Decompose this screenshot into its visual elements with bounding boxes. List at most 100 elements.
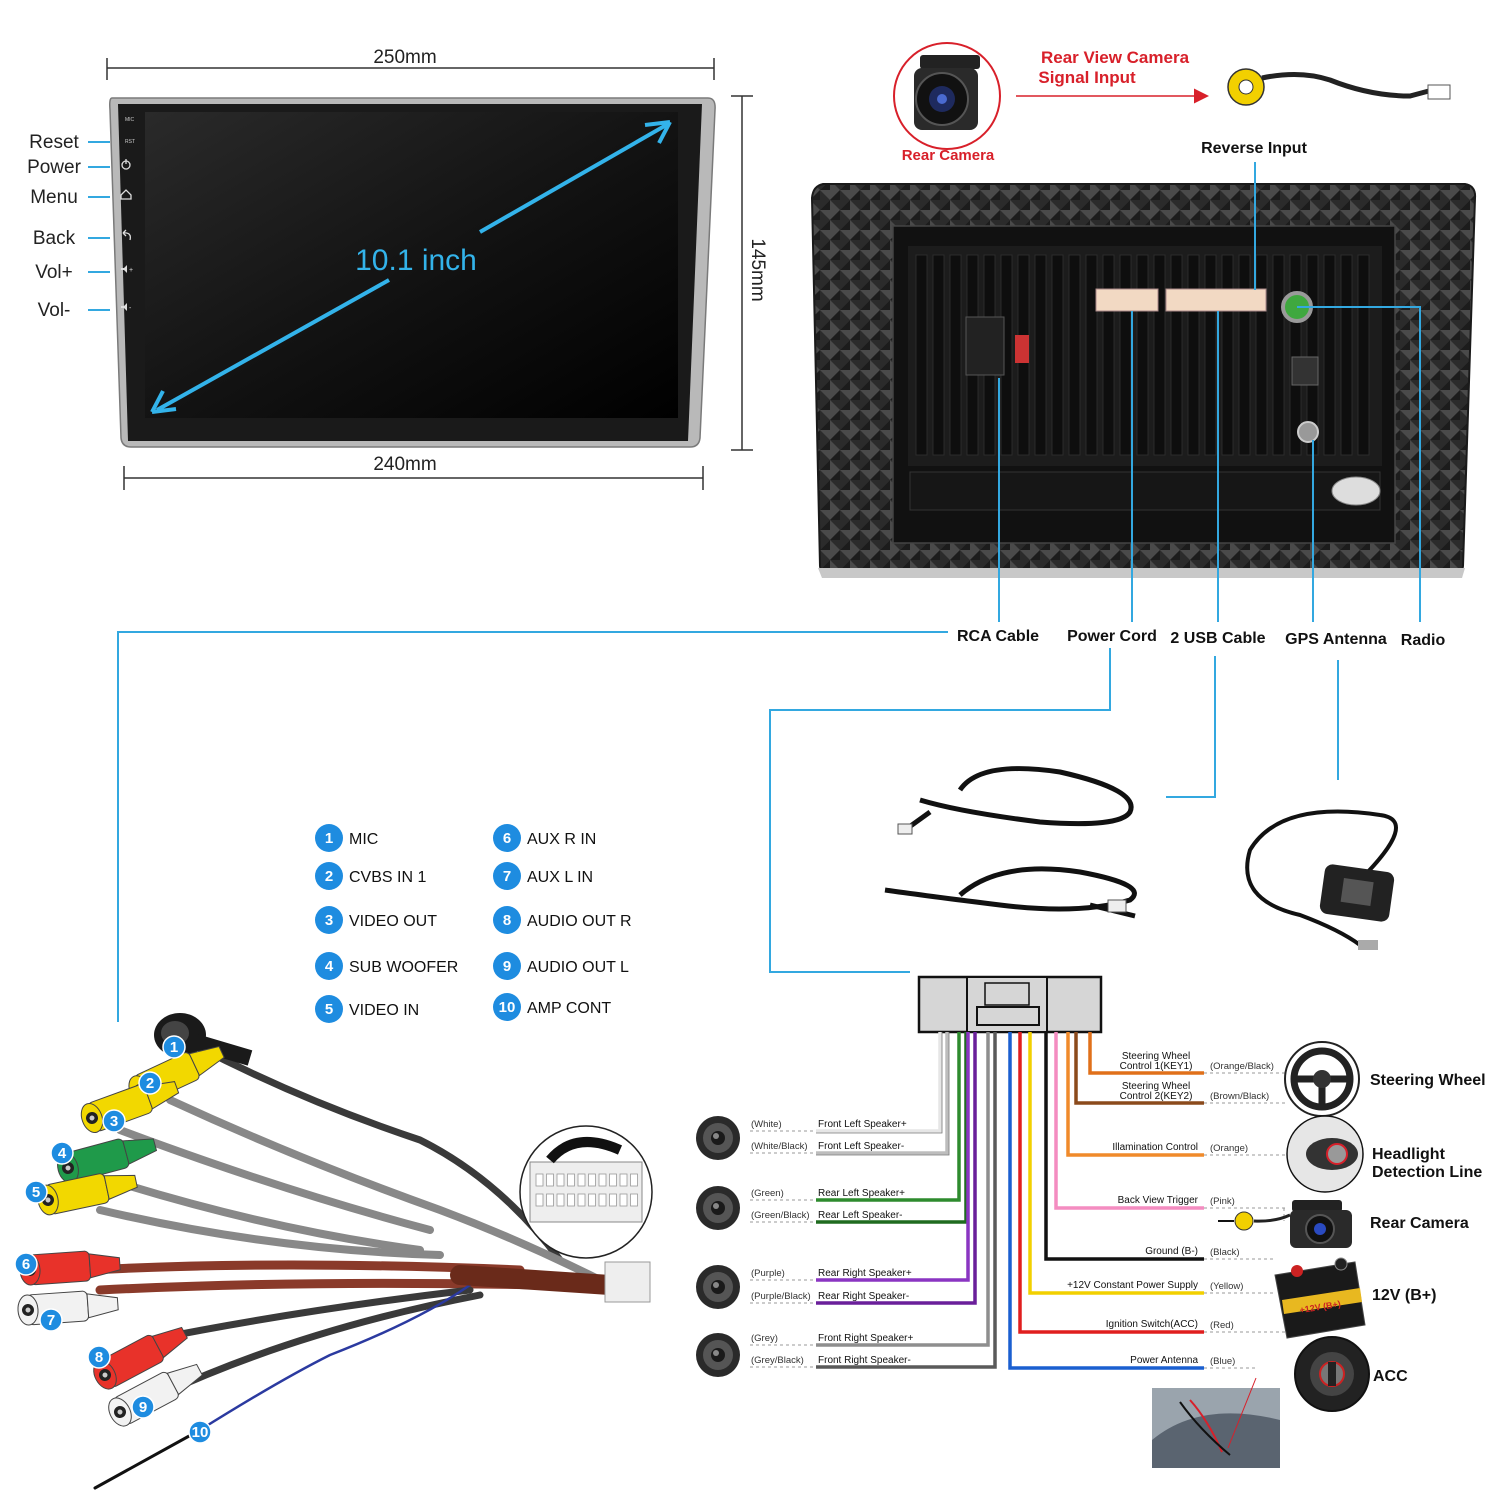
speaker-icon	[696, 1265, 740, 1309]
front-button-5: Vol+ +	[35, 262, 133, 283]
steering-wheel-icon	[1284, 1041, 1360, 1117]
speaker-wire-2: Front Left Speaker- (White/Black)	[750, 1032, 950, 1156]
harness-badge-9: 9	[131, 1395, 155, 1419]
speaker-wire-color: (White/Black)	[751, 1141, 807, 1152]
function-wire-color: (Pink)	[1210, 1196, 1235, 1207]
function-wire-label-2: Control 2(KEY2)	[1120, 1091, 1193, 1102]
legend-label: AUDIO OUT L	[527, 959, 629, 976]
power-connector	[1095, 288, 1267, 312]
top-width-dimension: 250mm	[106, 47, 715, 80]
front-panel-section: 250mm 145mm 240mm MIC RST	[27, 47, 768, 490]
screen-size-label: 10.1 inch	[355, 244, 477, 277]
function-wire-label: Illamination Control	[1112, 1142, 1198, 1153]
signal-title-1: Rear View Camera	[1041, 48, 1190, 67]
legend-badge: 7	[493, 862, 521, 890]
speaker-wire-color: (Grey)	[751, 1333, 778, 1344]
legend-badge-number: 2	[325, 868, 333, 885]
rca-port	[965, 316, 1005, 376]
head-unit-front: MIC RST 10.1 inch	[109, 97, 716, 448]
speaker-wire-5: Rear Right Speaker+ (Purple)	[750, 1032, 970, 1282]
function-wire-4: Back View Trigger(Pink)	[1054, 1032, 1286, 1210]
rear-camera-device-icon	[1218, 1200, 1352, 1248]
harness-badge-6: 6	[14, 1252, 38, 1276]
front-button-4: Back	[33, 228, 131, 249]
acc-icon	[1294, 1336, 1370, 1412]
speaker-wire-color: (Grey/Black)	[751, 1355, 804, 1366]
bottom-width-label: 240mm	[373, 454, 436, 475]
legend-badge-number: 7	[503, 868, 511, 885]
function-wire-color: (Brown/Black)	[1210, 1091, 1269, 1102]
legend-badge: 8	[493, 906, 521, 934]
bottom-width-dimension: 240mm	[123, 454, 704, 490]
legend-label: VIDEO IN	[349, 1002, 419, 1019]
harness-badge-8: 8	[87, 1345, 111, 1369]
harness-badge-5: 5	[24, 1180, 48, 1204]
legend-label: MIC	[349, 831, 378, 848]
speaker-wire-label: Front Right Speaker+	[818, 1333, 913, 1344]
front-button-label: Menu	[30, 187, 78, 208]
legend-badge: 2	[315, 862, 343, 890]
steering-wheel-label: Steering Wheel	[1370, 1072, 1486, 1089]
front-button-2: Power	[27, 157, 131, 178]
speaker-wire-3: Rear Left Speaker+(Green)	[750, 1032, 961, 1202]
radio-connector	[1297, 421, 1319, 443]
speaker-wire-color: (Green)	[751, 1188, 784, 1199]
legend-badge-number: 10	[499, 999, 516, 1016]
legend-badge-number: 5	[325, 1001, 333, 1018]
rca-plug-8	[93, 1326, 188, 1390]
speaker-wire-label: Rear Right Speaker+	[818, 1268, 912, 1279]
harness-badge-number: 10	[192, 1424, 209, 1441]
harness-badge-number: 7	[47, 1312, 55, 1329]
front-button-label: Vol+	[35, 262, 73, 283]
legend-badge-number: 3	[325, 912, 333, 929]
harness-badge-number: 1	[170, 1039, 178, 1056]
top-width-label: 250mm	[373, 47, 436, 68]
height-dimension: 145mm	[731, 95, 768, 451]
harness-badge-3: 3	[102, 1109, 126, 1133]
rca-plug-5	[37, 1173, 138, 1216]
devices: Steering Wheel Headlight Detection Line …	[1152, 1041, 1486, 1468]
legend-label: AUX L IN	[527, 869, 593, 886]
power-antenna-image	[1152, 1377, 1280, 1468]
function-wire-color: (Red)	[1210, 1320, 1234, 1331]
harness-badge-10: 10	[188, 1420, 212, 1444]
headlight-label-2: Detection Line	[1372, 1164, 1482, 1181]
legend-label: AMP CONT	[527, 1000, 611, 1017]
legend-label: AUDIO OUT R	[527, 913, 632, 930]
speaker-wire-label: Rear Right Speaker-	[818, 1291, 909, 1302]
speaker-icon	[696, 1333, 740, 1377]
speaker-wire-color: (Green/Black)	[751, 1210, 810, 1221]
rear-camera-device-label: Rear Camera	[1370, 1215, 1469, 1232]
speaker-wire-label: Front Left Speaker+	[818, 1119, 907, 1130]
gps-antenna-cable	[1245, 809, 1398, 950]
headlight-label-1: Headlight	[1372, 1146, 1446, 1163]
legend-label: AUX R IN	[527, 831, 596, 848]
volume-up-icon: +	[121, 265, 133, 274]
legend-badge: 5	[315, 995, 343, 1023]
speaker-wire-color: (White)	[751, 1119, 782, 1130]
legend-badge: 4	[315, 952, 343, 980]
function-wire-label: +12V Constant Power Supply	[1067, 1280, 1198, 1291]
function-wire-color: (Black)	[1210, 1247, 1240, 1258]
function-wire-color: (Yellow)	[1210, 1281, 1243, 1292]
speaker-wire-color: (Purple)	[751, 1268, 785, 1279]
signal-title-2: Signal Input	[1038, 68, 1136, 87]
svg-text:-: -	[129, 305, 132, 312]
front-button-1: Reset	[29, 132, 110, 153]
acc-label: ACC	[1373, 1368, 1408, 1385]
front-button-6: Vol- -	[38, 300, 132, 321]
legend-badge-number: 9	[503, 958, 511, 975]
legend-item-7: 7 AUX L IN	[493, 862, 593, 890]
harness-badge-number: 2	[146, 1075, 154, 1092]
front-button-label: Vol-	[38, 300, 71, 321]
speaker-wire-label: Front Left Speaker-	[818, 1141, 904, 1152]
function-wire-6: +12V Constant Power Supply (Yellow)	[1028, 1032, 1275, 1295]
rear-panel-section: Reverse Input RCA Cable Power Cord 2 USB…	[117, 140, 1477, 1022]
legend-badge-number: 4	[325, 958, 334, 975]
